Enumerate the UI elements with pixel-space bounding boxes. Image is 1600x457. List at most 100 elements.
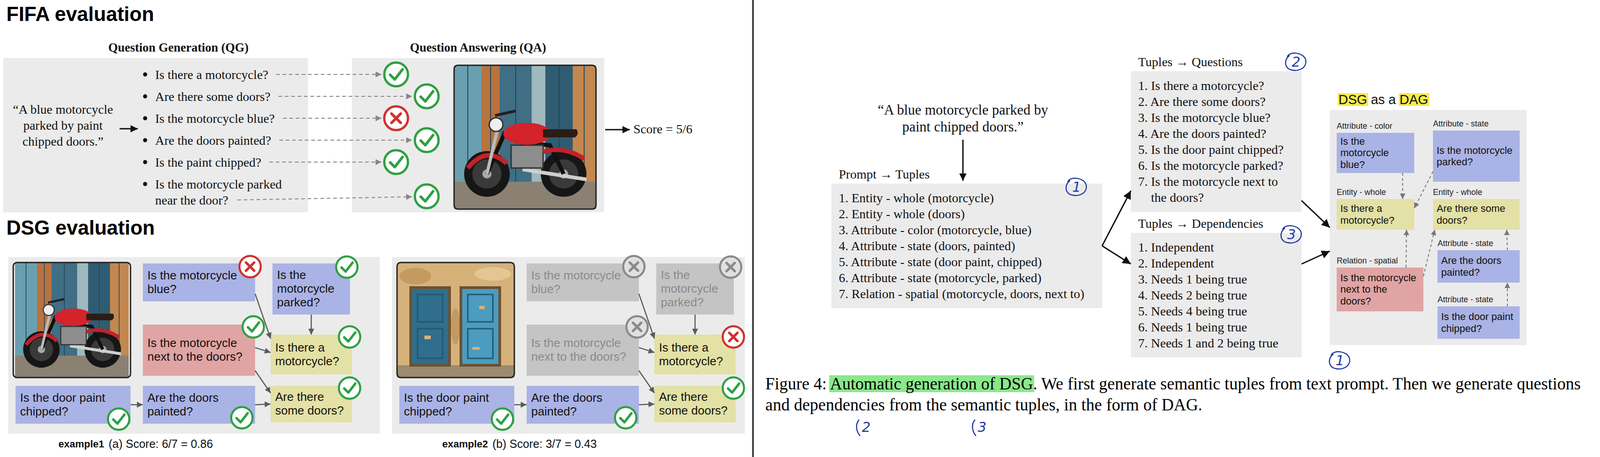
connector-arrow <box>255 403 271 405</box>
question-box: Are the doors painted? <box>142 385 256 424</box>
section-title: DSG evaluation <box>6 216 155 240</box>
dashed-answer-arrows <box>237 74 413 200</box>
node-text: 2. Independent <box>1138 255 1295 272</box>
node-text: 7. Relation - spatial (motorcycle, doors… <box>838 285 1095 302</box>
node-text: Is the motorcycle blue? <box>147 268 251 297</box>
connector-arrow <box>638 403 655 405</box>
divider-line <box>752 0 754 457</box>
question-box: Is there a motorcycle? <box>270 334 352 375</box>
heading-text: Is there a motorcycle? <box>155 66 302 83</box>
callout-number: 2 <box>861 418 871 436</box>
prompt-text: “A blue motorcycle parked by paint chipp… <box>862 101 1064 136</box>
connector-arrow <box>638 293 655 339</box>
node-text: Is the motorcycle parked? <box>1436 144 1517 168</box>
node-text: Is the motorcycle parked? <box>660 268 730 310</box>
node-text: 1. Independent <box>1138 239 1295 256</box>
node-text: Are the doors painted? <box>147 391 251 419</box>
question-box: Is the motorcycle parked? <box>272 263 351 315</box>
node-text: 1. Is there a motorcycle? <box>1138 77 1295 94</box>
dag-node: Attribute - stateIs the motorcycle parke… <box>1432 130 1520 182</box>
heading-text: Attribute - state <box>1432 119 1489 129</box>
heading-text: Attribute - color <box>1336 121 1393 131</box>
node-text: 6. Is the motorcycle parked? <box>1138 157 1295 174</box>
node-text: 4. Attribute - state (doors, painted) <box>838 237 1095 254</box>
connector-arrow <box>255 293 271 339</box>
heading-text: Tuples → Dependencies <box>1138 216 1330 231</box>
connector-arrow <box>1506 229 1508 251</box>
connector-arrow <box>255 347 271 353</box>
section-title: FIFA evaluation <box>6 2 155 26</box>
connector-arrow <box>310 314 313 335</box>
heading-text: Attribute - state <box>1437 294 1494 305</box>
bullet-dots <box>143 72 148 187</box>
node-text: 7. Is the motorcycle next to the doors? <box>1138 173 1295 206</box>
node-text: Is the motorcycle blue? <box>531 268 635 297</box>
node-text: Is the motorcycle blue? <box>1340 135 1411 171</box>
connector-arrow <box>1423 229 1435 277</box>
connector-arrow <box>1102 190 1131 246</box>
heading-text: DSG as a DAG <box>1338 91 1476 108</box>
qg-panel: Question Generation (QG)“A blue motorcyc… <box>3 57 309 213</box>
node-text: 5. Is the door paint chipped? <box>1138 141 1295 158</box>
heading-text: (b) Score: 3/7 = 0.43 <box>492 436 644 451</box>
question-box: Is the motorcycle next to the doors? <box>142 324 256 376</box>
connector-arrow <box>1402 172 1404 199</box>
connector-arrow <box>1102 245 1131 265</box>
photo-doors <box>397 262 515 378</box>
heading-text: Are the doors painted? <box>155 132 302 149</box>
node-text: 3. Attribute - color (motorcycle, blue) <box>838 221 1095 238</box>
heading-text: Tuples → Questions <box>1138 54 1330 70</box>
heading-text: (a) Score: 6/7 = 0.86 <box>108 436 260 451</box>
callout-number: 1 <box>1335 352 1345 369</box>
dag-node: Attribute - colorIs the motorcycle blue? <box>1336 132 1415 173</box>
node-text: 4. Needs 2 being true <box>1138 287 1295 304</box>
dependency-list: Tuples → Dependencies1. Independent2. In… <box>1130 232 1302 358</box>
connector-arrow <box>514 403 527 406</box>
node-text: 3. Is the motorcycle blue? <box>1138 109 1295 126</box>
question-box: Is the motorcycle next to the doors? <box>526 324 639 376</box>
connector-arrow <box>1506 282 1508 307</box>
question-box: Is the door paint chipped? <box>399 385 515 424</box>
score-text: Score = 5/6 <box>633 121 693 137</box>
node-text: 6. Attribute - state (motorcycle, parked… <box>838 269 1095 286</box>
node-text: Is the motorcycle next to the doors? <box>1340 271 1420 307</box>
connector-arrow <box>1406 229 1407 268</box>
callout-number: 2 <box>1291 53 1301 71</box>
heading-text: Relation - spatial <box>1336 256 1398 266</box>
node-text: Are the doors painted? <box>1441 254 1517 278</box>
connector-arrow <box>694 314 696 335</box>
dag-node: Entity - wholeAre there some doors? <box>1432 198 1520 230</box>
node-text: 4. Are the doors painted? <box>1138 125 1295 142</box>
heading-text: Question Generation (QG) <box>48 40 309 55</box>
heading-text: Question Answering (QA) <box>351 40 605 55</box>
heading-text: Entity - whole <box>1432 187 1483 198</box>
connector-arrow <box>638 347 655 353</box>
connector-arrow <box>1414 171 1433 209</box>
dag-node: Entity - wholeIs there a motorcycle? <box>1336 198 1415 230</box>
question-box: Is there a motorcycle? <box>654 334 736 375</box>
node-text: Are the doors painted? <box>531 391 635 419</box>
figure-caption: Figure 4: Automatic generation of DSG. W… <box>765 373 1587 416</box>
connector-arrow <box>1301 250 1330 264</box>
connector-arrow <box>255 370 271 393</box>
node-text: 2. Are there some doors? <box>1138 93 1295 110</box>
callout-number: 3 <box>977 418 987 436</box>
question-box: Is the motorcycle blue? <box>526 263 639 302</box>
question-box: Are there some doors? <box>270 385 352 423</box>
node-text: Is there a motorcycle? <box>1340 202 1411 226</box>
node-text: Is the door paint chipped? <box>1441 310 1517 335</box>
heading-text: Prompt → Tuples <box>838 167 1031 182</box>
dag-node: Attribute - stateAre the doors painted? <box>1437 250 1520 283</box>
dag-node: Attribute - stateIs the door paint chipp… <box>1437 306 1520 339</box>
node-text: 7. Needs 1 and 2 being true <box>1138 334 1295 351</box>
node-text: Is the door paint chipped? <box>20 391 126 419</box>
connector-arrow <box>638 370 655 393</box>
node-text: 6. Needs 1 being true <box>1138 318 1295 335</box>
connector-arrow <box>1301 200 1330 228</box>
node-text: Is the motorcycle parked? <box>277 268 346 310</box>
heading-text: Are there some doors? <box>155 88 302 105</box>
node-text: 3. Needs 1 being true <box>1138 271 1295 288</box>
dag-panel: DSG as a DAGAttribute - colorIs the moto… <box>1329 109 1527 346</box>
node-text: Is the door paint chipped? <box>403 391 510 419</box>
heading-text: Entity - whole <box>1336 187 1386 198</box>
